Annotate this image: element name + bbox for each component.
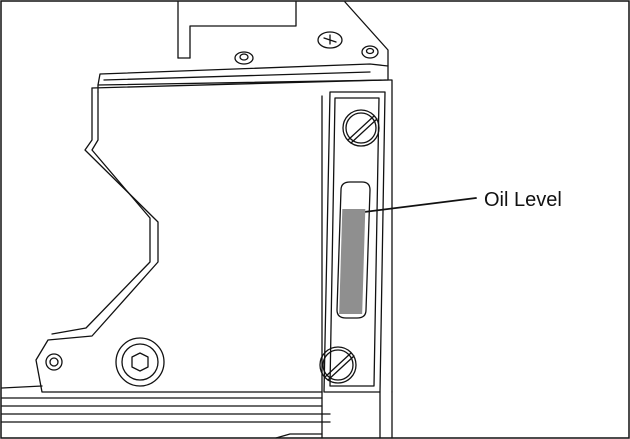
top-screw-left	[234, 51, 254, 65]
callout-leader-line	[363, 197, 477, 213]
sight-glass-window	[336, 181, 371, 319]
sight-glass-screw-bottom	[319, 346, 357, 384]
oil-level-fill	[339, 209, 366, 314]
side-panel	[35, 79, 386, 393]
sight-glass-screw-top	[342, 109, 380, 147]
top-plate	[97, 63, 389, 93]
top-screw-right	[361, 45, 379, 59]
top-screw-center	[317, 31, 343, 49]
oil-level-label: Oil Level	[484, 189, 562, 211]
upper-housing	[177, 1, 389, 67]
panel-screw-left	[45, 353, 63, 371]
socket-head-bolt	[115, 337, 165, 387]
base-rails	[1, 385, 393, 439]
